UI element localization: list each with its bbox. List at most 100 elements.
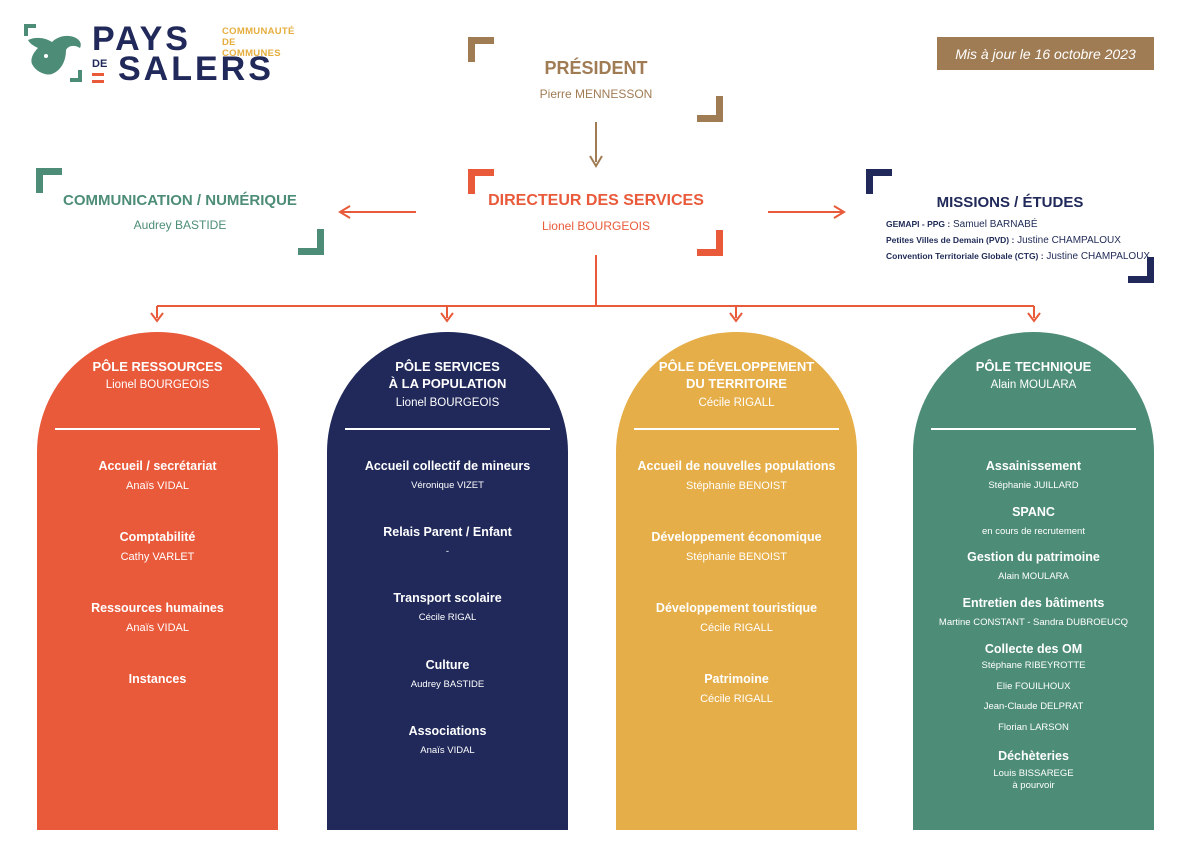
- arrowhead: [150, 312, 164, 323]
- corner-bracket: [697, 96, 723, 122]
- director-title: DIRECTEUR DES SERVICES: [488, 192, 704, 209]
- pole-title: PÔLE DÉVELOPPEMENT DU TERRITOIRE: [658, 359, 815, 391]
- service-item: Déchèteries Louis BISSAREGE à pourvoir: [913, 748, 1154, 792]
- service-name: Assainissement: [985, 459, 1082, 473]
- service-person: Stéphanie BENOIST: [686, 480, 787, 492]
- service-item: Accueil / secrétariat Anaïs VIDAL: [37, 458, 278, 494]
- service-person: Cécile RIGALL: [700, 693, 773, 705]
- service-person: Alain MOULARA: [998, 571, 1069, 582]
- logo-word-salers: SALERS: [118, 50, 274, 88]
- service-name: Développement économique: [651, 530, 822, 544]
- service-person: Cécile RIGAL: [418, 612, 477, 623]
- service-item: Associations Anaïs VIDAL: [327, 723, 568, 758]
- pole-lead: Lionel BOURGEOIS: [395, 397, 500, 409]
- service-item: Culture Audrey BASTIDE: [327, 657, 568, 692]
- pole-divider: [55, 428, 260, 430]
- service-item: Développement économique Stéphanie BENOI…: [616, 529, 857, 565]
- service-name: Accueil collectif de mineurs: [364, 459, 531, 473]
- bull-head-icon: [24, 24, 82, 82]
- president-name: Pierre MENNESSON: [539, 87, 653, 101]
- service-person: Anaïs VIDAL: [126, 480, 189, 492]
- service-item: Accueil collectif de mineurs Véronique V…: [327, 458, 568, 493]
- missions-line: Petites Villes de Demain (PVD) : Justine…: [886, 235, 1121, 246]
- service-person: Stéphanie BENOIST: [686, 551, 787, 563]
- service-name: Comptabilité: [119, 530, 196, 544]
- update-date-badge: Mis à jour le 16 octobre 2023: [937, 37, 1154, 70]
- arrowhead: [833, 205, 846, 219]
- arrowhead: [589, 155, 603, 168]
- service-item: Entretien des bâtiments Martine CONSTANT…: [913, 595, 1154, 630]
- service-person: Stéphanie JUILLARD: [988, 480, 1079, 491]
- service-person: -: [445, 546, 450, 557]
- service-person: Anaïs VIDAL: [126, 622, 189, 634]
- service-name: Instances: [128, 672, 187, 686]
- missions-line: GEMAPI - PPG : Samuel BARNABÉ: [886, 219, 1038, 230]
- missions-line-value: Samuel BARNABÉ: [950, 219, 1038, 230]
- logo-accent-bar: [92, 73, 104, 76]
- service-item: Collecte des OM Stéphane RIBEYROTTE Elie…: [913, 641, 1154, 733]
- service-item: SPANC en cours de recrutement: [913, 504, 1154, 539]
- president-title: PRÉSIDENT: [544, 58, 648, 78]
- pole-lead: Alain MOULARA: [990, 379, 1077, 391]
- director-name: Lionel BOURGEOIS: [541, 219, 651, 233]
- arrowhead: [1027, 312, 1041, 323]
- pole-lead: Cécile RIGALL: [698, 397, 775, 409]
- service-person: Cécile RIGALL: [700, 622, 773, 634]
- service-item: Relais Parent / Enfant -: [327, 524, 568, 559]
- corner-bracket: [697, 230, 723, 256]
- service-name: Gestion du patrimoine: [967, 550, 1100, 564]
- service-name: Relais Parent / Enfant: [383, 525, 512, 539]
- service-item: Gestion du patrimoine Alain MOULARA: [913, 549, 1154, 584]
- logo-word-pays: PAYS: [92, 20, 191, 58]
- service-item: Comptabilité Cathy VARLET: [37, 529, 278, 565]
- service-person: Audrey BASTIDE: [410, 679, 485, 690]
- logo-word-de: DE: [92, 58, 108, 70]
- corner-bracket: [468, 37, 494, 62]
- logo-cc-line2: DE COMMUNES: [222, 37, 281, 59]
- service-name: Ressources humaines: [91, 601, 224, 615]
- service-name: Transport scolaire: [393, 591, 502, 605]
- pole-divider: [931, 428, 1136, 430]
- missions-line-label: Convention Territoriale Globale (CTG) :: [886, 251, 1044, 261]
- pole-title: PÔLE TECHNIQUE: [975, 359, 1092, 374]
- pole-developpement-territoire: PÔLE DÉVELOPPEMENT DU TERRITOIRE Cécile …: [616, 332, 857, 830]
- corner-bracket: [866, 169, 892, 194]
- service-name: Associations: [408, 724, 487, 738]
- pole-title: PÔLE RESSOURCES: [92, 359, 223, 374]
- service-item: Patrimoine Cécile RIGALL: [616, 671, 857, 707]
- service-person: en cours de recrutement: [982, 526, 1085, 537]
- service-item: Instances: [37, 671, 278, 692]
- logo-cc-line1: COMMUNAUTÉ: [222, 26, 295, 37]
- service-name: Culture: [425, 658, 470, 672]
- pole-divider: [634, 428, 839, 430]
- arrowhead: [729, 312, 743, 323]
- arrowhead: [440, 312, 454, 323]
- pole-title: PÔLE SERVICES À LA POPULATION: [388, 359, 507, 391]
- corner-bracket: [36, 168, 62, 193]
- pole-technique: PÔLE TECHNIQUE Alain MOULARA Assainissem…: [913, 332, 1154, 830]
- service-person: Stéphane RIBEYROTTE Elie FOUILHOUX Jean-…: [981, 660, 1086, 733]
- missions-line-label: Petites Villes de Demain (PVD) :: [886, 235, 1015, 245]
- communication-name: Audrey BASTIDE: [133, 218, 227, 232]
- service-name: Accueil / secrétariat: [98, 459, 217, 473]
- missions-line-value: Justine CHAMPALOUX: [1043, 251, 1151, 262]
- service-item: Transport scolaire Cécile RIGAL: [327, 590, 568, 625]
- pole-divider: [345, 428, 550, 430]
- service-name: Patrimoine: [704, 672, 769, 686]
- service-person: Louis BISSAREGE à pourvoir: [993, 768, 1074, 791]
- logo: PAYS DE SALERS COMMUNAUTÉ DE COMMUNES: [22, 20, 294, 88]
- service-name: Accueil de nouvelles populations: [637, 459, 836, 473]
- communication-title: COMMUNICATION / NUMÉRIQUE: [63, 192, 297, 209]
- logo-accent-bar: [92, 80, 104, 83]
- corner-bracket: [468, 169, 494, 194]
- service-person: Anaïs VIDAL: [420, 745, 475, 756]
- service-name: Déchèteries: [998, 749, 1069, 763]
- missions-line: Convention Territoriale Globale (CTG) : …: [886, 251, 1150, 262]
- service-item: Ressources humaines Anaïs VIDAL: [37, 600, 278, 636]
- pole-lead: Lionel BOURGEOIS: [105, 379, 210, 391]
- logo-cc-text: COMMUNAUTÉ DE COMMUNES: [222, 26, 295, 59]
- service-person: Cathy VARLET: [120, 551, 195, 563]
- service-name: Entretien des bâtiments: [962, 596, 1105, 610]
- service-person: Martine CONSTANT - Sandra DUBROEUCQ: [938, 617, 1129, 628]
